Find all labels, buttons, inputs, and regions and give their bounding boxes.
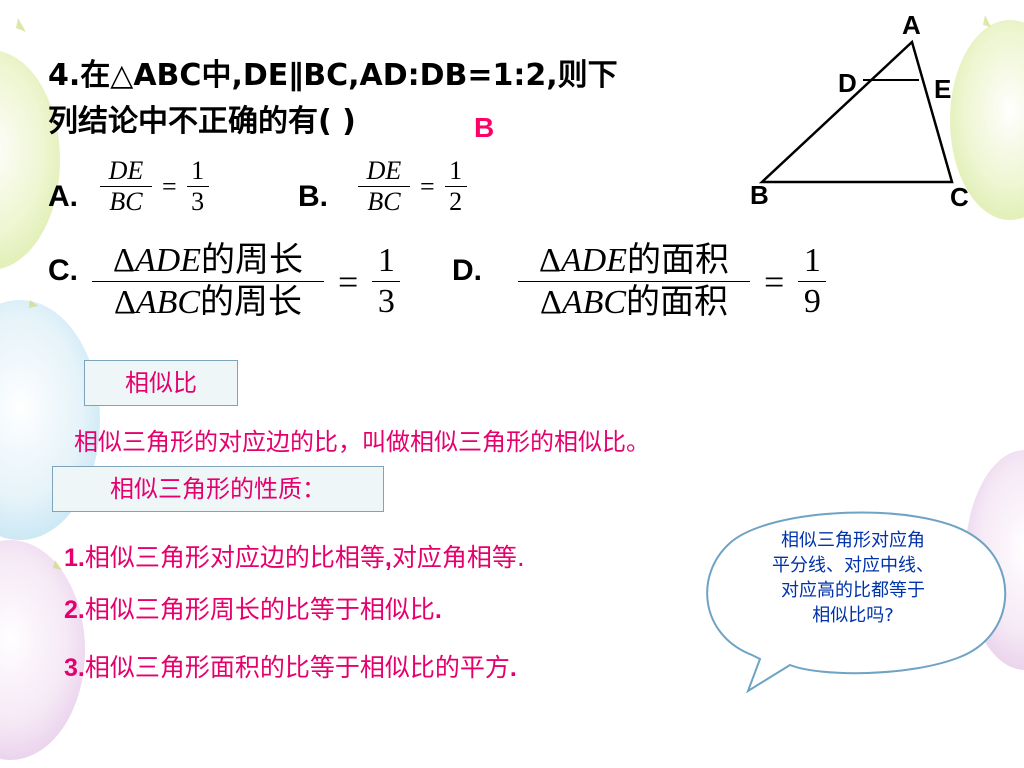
bubble-line-4: 相似比吗?	[812, 605, 894, 626]
option-d-ratio-numerator: 1	[803, 242, 821, 279]
vertex-a-label: A	[902, 10, 921, 40]
vertex-e-label: E	[934, 74, 952, 104]
triangle-abc	[758, 39, 954, 184]
bubble-text: 相似三角形对应角 平分线、对应中线、 对应高的比都等于 相似比吗?	[738, 528, 968, 628]
property-item-1: 1.相似三角形对应边的比相等,对应角相等.	[64, 543, 525, 572]
balloon-green-right	[950, 20, 1024, 220]
option-a-equals: =	[162, 171, 177, 201]
speech-bubble	[706, 511, 1007, 694]
properties-box: 相似三角形的性质：	[52, 466, 384, 512]
property-item-3: 3.相似三角形面积的比等于相似比的平方.	[64, 653, 517, 682]
option-c-numerator: ΔADE的周长	[113, 240, 303, 280]
vertex-d-label: D	[838, 68, 857, 98]
option-d-ratio-denominator: 9	[803, 283, 821, 320]
option-a-ratio-numerator: 1	[191, 156, 205, 185]
option-c-equals: =	[338, 261, 359, 302]
option-b-numerator: DE	[366, 156, 402, 185]
vertex-c-label: C	[950, 182, 969, 212]
option-b-equals: =	[420, 171, 435, 201]
option-c-denominator: ΔABC的周长	[113, 282, 303, 322]
answer-text: B	[474, 112, 495, 143]
option-c-label: C.	[48, 254, 78, 287]
bubble-line-3: 对应高的比都等于	[781, 580, 925, 601]
question-line-1: 4.在△ABC中,DE∥BC,AD:DB=1:2,则下	[48, 58, 618, 93]
option-b-formula: DE BC = 1 2	[358, 156, 467, 217]
vertex-b-label: B	[750, 180, 769, 210]
option-d-formula: ΔADE的面积 ΔABC的面积 = 1 9	[518, 240, 827, 323]
option-d-equals: =	[764, 261, 785, 302]
option-a-denominator: BC	[109, 187, 143, 216]
option-b-denominator: BC	[367, 187, 401, 216]
similarity-ratio-box: 相似比	[84, 360, 238, 406]
similarity-ratio-definition: 相似三角形的对应边的比，叫做相似三角形的相似比。	[74, 428, 650, 456]
question-line-2: 列结论中不正确的有( )	[48, 104, 356, 139]
triangle-diagram	[758, 39, 954, 184]
option-c-ratio-numerator: 1	[377, 242, 395, 279]
option-d-label: D.	[452, 254, 482, 287]
option-c-formula: ΔADE的周长 ΔABC的周长 = 1 3	[92, 240, 401, 323]
option-b-ratio-numerator: 1	[449, 156, 463, 185]
option-a-formula: DE BC = 1 3	[100, 156, 209, 217]
option-b-ratio-denominator: 2	[449, 187, 463, 216]
option-d-numerator: ΔADE的面积	[539, 240, 729, 280]
option-d-denominator: ΔABC的面积	[539, 282, 729, 322]
bubble-line-1: 相似三角形对应角	[781, 530, 925, 551]
bubble-line-2: 平分线、对应中线、	[772, 555, 934, 576]
balloon-green	[0, 51, 60, 269]
option-b-label: B.	[298, 180, 328, 213]
balloon-purple	[0, 540, 85, 760]
option-a-ratio-denominator: 3	[191, 187, 205, 216]
option-c-ratio-denominator: 3	[377, 283, 395, 320]
option-a-label: A.	[48, 180, 78, 213]
property-item-2: 2.相似三角形周长的比等于相似比.	[64, 595, 442, 624]
option-a-numerator: DE	[108, 156, 144, 185]
